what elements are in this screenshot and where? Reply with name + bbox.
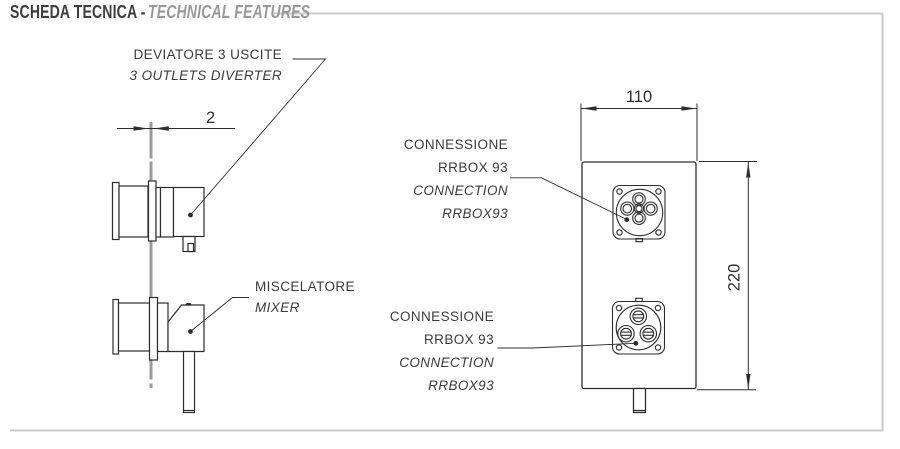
page-title-en: TECHNICAL FEATURES xyxy=(147,2,311,22)
diverter-handle-cap xyxy=(111,181,120,241)
diverter-handle xyxy=(118,185,149,238)
width-dimension-110 xyxy=(580,103,698,161)
diverter-label-en: 3 OUTLETS DIVERTER xyxy=(129,67,282,83)
diverter-side-view xyxy=(111,180,205,253)
wall-thickness-value: 2 xyxy=(206,109,216,127)
diverter-wall-plate xyxy=(147,180,157,242)
mixer-wall-plate xyxy=(148,296,159,361)
connection-bottom-line2: RRBOX 93 xyxy=(424,332,494,347)
mixer-label-it: MISCELATORE xyxy=(255,279,355,294)
panel-width-value: 110 xyxy=(625,88,653,106)
connection-bottom-label: CONNESSIONE RRBOX 93 CONNECTION RRBOX93 xyxy=(346,305,494,397)
clover-pattern xyxy=(620,192,658,225)
diverter-body xyxy=(172,186,205,238)
mixer-handle-cap xyxy=(112,298,120,355)
connection-bottom-leader-line xyxy=(497,342,636,349)
page-title-it: SCHEDA TECNICA - xyxy=(10,2,146,22)
screw-hole xyxy=(655,188,662,195)
screw-hole xyxy=(655,229,662,236)
screw-hole xyxy=(615,344,623,351)
sheet-frame xyxy=(10,12,884,432)
screw-hole xyxy=(616,229,623,236)
connection-bottom-line3: CONNECTION xyxy=(399,355,494,370)
connection-bottom xyxy=(611,297,666,355)
screw-hole xyxy=(616,188,623,195)
mixer-body xyxy=(167,304,205,353)
connection-bottom-ring xyxy=(615,304,662,351)
connection-top-line2: RRBOX 93 xyxy=(438,160,508,175)
connection-top-line1: CONNESSIONE xyxy=(403,137,508,152)
height-dimension-220 xyxy=(697,161,757,391)
diverter-label: DEVIATORE 3 USCITE 3 OUTLETS DIVERTER xyxy=(100,45,282,86)
mixer-label: MISCELATORE MIXER xyxy=(255,277,355,318)
connection-bottom-line1: CONNESSIONE xyxy=(389,309,494,324)
connection-top-label: CONNESSIONE RRBOX 93 CONNECTION RRBOX93 xyxy=(360,133,508,225)
mixer-label-en: MIXER xyxy=(255,299,300,315)
panel-height-value: 220 xyxy=(725,263,744,292)
front-panel xyxy=(581,161,697,414)
page-title: SCHEDA TECNICA -TECHNICAL FEATURES xyxy=(10,2,310,23)
screw-hole xyxy=(654,304,662,312)
connection-bottom-line4: RRBOX93 xyxy=(428,378,494,393)
wall-thickness-dimension xyxy=(117,126,235,131)
connection-top-leader-line xyxy=(510,177,627,220)
connection-top xyxy=(612,184,666,243)
mixer-leader-line xyxy=(188,297,249,334)
panel-pipe xyxy=(632,387,647,414)
diverter-label-it: DEVIATORE 3 USCITE xyxy=(133,47,282,62)
connection-top-line3: CONNECTION xyxy=(413,183,508,198)
connection-top-ring xyxy=(615,188,664,237)
triple-port-pattern xyxy=(617,307,658,343)
screw-hole xyxy=(654,344,662,351)
connection-top-line4: RRBOX93 xyxy=(442,206,508,221)
diverter-leader-line xyxy=(188,58,327,218)
screw-hole xyxy=(615,304,623,312)
mixer-pipe xyxy=(182,350,196,414)
mixer-handle xyxy=(117,302,151,352)
mixer-side-view xyxy=(112,296,205,414)
